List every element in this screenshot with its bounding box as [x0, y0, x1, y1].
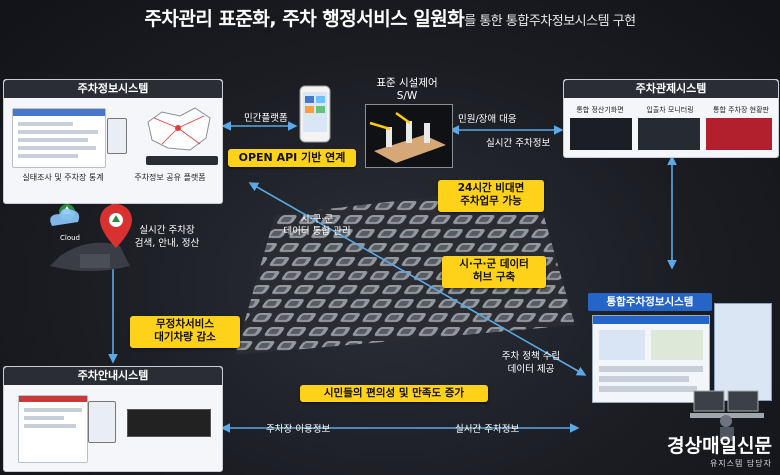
page-title: 주차관리 표준화, 주차 행정서비스 일원화를 통한 통합주차정보시스템 구현 — [0, 0, 780, 38]
parking-guide-system-panel: 주차안내시스템 — [3, 366, 223, 472]
facility-control-title: 표준 시설제어 S/W — [376, 77, 438, 102]
cloud-car-illustration — [50, 204, 132, 271]
realtime-lot-label: 실시간 주차장 검색, 안내, 정산 — [134, 225, 200, 249]
guide-sign-board — [127, 409, 211, 437]
hub-badge: 시·구·군 데이터 허브 구축 — [442, 256, 546, 288]
title-main: 주차관리 표준화, 주차 행정서비스 일원화 — [144, 8, 465, 30]
complaint-label: 민원/장애 대응 — [458, 114, 517, 125]
integrated-side-panel — [714, 303, 772, 401]
integrated-system-title: 통합주차정보시스템 — [588, 293, 712, 311]
title-suffix: 를 통한 통합주차정보시스템 구현 — [464, 14, 636, 29]
facility-control-image — [365, 104, 453, 168]
platform-caption: 주차정보 공유 플랫폼 — [134, 173, 206, 182]
gate-icon — [369, 111, 446, 163]
realtime-info-label: 실시간 주차정보 — [486, 138, 551, 149]
parking-guide-system-title: 주차안내시스템 — [4, 367, 222, 385]
phone-icon — [299, 85, 331, 143]
logo-sub: 유지스템 담당자 — [709, 459, 772, 468]
realtime-info-label-2: 실시간 주차정보 — [455, 424, 520, 435]
sgg-data-label: 시·구·군 데이터 통합 관리 — [283, 214, 351, 237]
mobile-screenshot — [107, 118, 127, 154]
parking-info-system-panel: 주차정보시스템 실태조사 및 주차장 통계 주차정보 공유 플랫폼 — [3, 79, 223, 204]
kiosk-screen — [570, 118, 632, 150]
status-board-screen — [706, 118, 772, 150]
nonface-badge: 24시간 비대면 주차업무 가능 — [438, 180, 544, 212]
operator-desk-icon — [690, 390, 764, 441]
nonstop-badge: 무정차서비스 대기차량 감소 — [130, 316, 240, 348]
policy-label: 주차 정책 수립 데이터 제공 — [501, 351, 561, 375]
usage-info-label: 주차장 이용정보 — [266, 424, 331, 435]
stats-screenshot — [12, 108, 106, 168]
parking-control-system-title: 주차관제시스템 — [564, 80, 778, 98]
parking-control-system-panel: 주차관제시스템 통합 정산기화면 입출차 모니터링 통합 주차장 현황판 — [563, 79, 779, 158]
logo-text: 경상매일신문 — [667, 435, 772, 457]
open-api-badge: OPEN API 기반 연계 — [228, 149, 356, 167]
citizen-badge: 시민들의 편의성 및 만족도 증가 — [300, 385, 488, 402]
integrated-parking-system: 통합주차정보시스템 — [580, 263, 778, 453]
private-platform-label: 민간플랫폼 — [244, 113, 288, 124]
stats-caption: 실태조사 및 주차장 통계 — [22, 173, 104, 182]
monitoring-screen — [638, 118, 700, 150]
integrated-dashboard — [592, 315, 710, 403]
map-icon — [147, 107, 211, 151]
control-col-2: 입출차 모니터링 — [646, 106, 694, 114]
guide-tablet-screenshot — [88, 401, 116, 443]
cloud-label: Cloud — [60, 234, 80, 242]
newspaper-logo: 경상매일신문 유지스템 담당자 — [667, 431, 772, 469]
guide-web-screenshot — [18, 395, 88, 463]
control-col-1: 통합 정산기화면 — [576, 106, 624, 114]
control-col-3: 통합 주차장 현황판 — [713, 106, 769, 114]
platform-legend — [146, 156, 218, 165]
parking-info-system-title: 주차정보시스템 — [4, 80, 222, 98]
